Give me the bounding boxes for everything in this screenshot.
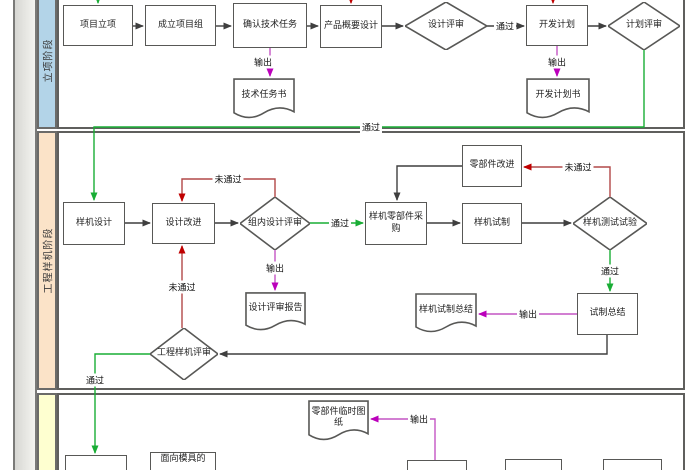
node-plan-review: 计划评审 — [608, 2, 680, 50]
doc-parts-temp-drawing: 零部件临时图纸 — [308, 400, 369, 443]
node-parts-purchase: 样机零部件采购 — [365, 202, 427, 245]
outer-side-column — [13, 0, 37, 470]
node-label: 零部件改进 — [469, 160, 515, 171]
doc-dev-plan: 开发计划书 — [526, 78, 590, 121]
lane3-strip — [37, 393, 57, 470]
node-bottom-partial-c — [407, 460, 467, 470]
node-label: 样机零部件采购 — [368, 212, 423, 234]
edge-label-output: 输出 — [516, 307, 540, 321]
edge-label-pass: 通过 — [493, 19, 517, 33]
node-label: 样机设计 — [75, 217, 112, 228]
node-label: 设计评审 — [427, 20, 464, 31]
node-confirm-tech-task: 确认技术任务 — [233, 3, 307, 48]
edge-label-pass: 通过 — [359, 120, 383, 134]
node-prototype-test: 样机测试试验 — [573, 197, 647, 250]
node-label: 设计改进 — [165, 217, 202, 228]
node-label: 试制总结 — [589, 308, 626, 319]
node-product-concept-design: 产品概要设计 — [320, 5, 382, 48]
node-eng-prototype-review: 工程样机评审 — [150, 328, 218, 380]
node-label: 项目立项 — [79, 19, 116, 30]
node-label: 产品概要设计 — [323, 20, 378, 31]
edge-label-output: 输出 — [263, 261, 287, 275]
edge-label-output: 输出 — [251, 55, 275, 69]
node-prototype-design: 样机设计 — [63, 202, 125, 245]
node-label: 样机试制 — [473, 217, 510, 228]
node-trial-summary: 试制总结 — [577, 293, 638, 335]
node-design-improve: 设计改进 — [152, 203, 215, 244]
doc-design-review-report: 设计评审报告 — [245, 292, 306, 333]
doc-label: 设计评审报告 — [248, 303, 303, 314]
node-label: 面向模具的 — [160, 454, 206, 464]
edge-label-pass: 通过 — [83, 373, 107, 387]
doc-label: 样机试制总结 — [418, 304, 473, 315]
node-prototype-trial: 样机试制 — [462, 203, 522, 244]
edge-label-fail: 未通过 — [166, 280, 198, 294]
node-bottom-partial-b: 面向模具的 — [150, 452, 216, 470]
node-design-review: 设计评审 — [405, 2, 487, 50]
node-project-initiation: 项目立项 — [63, 5, 133, 46]
node-form-project-team: 成立项目组 — [145, 5, 216, 46]
node-label: 样机测试试验 — [582, 217, 637, 228]
node-label: 工程样机评审 — [156, 348, 211, 359]
node-label: 计划评审 — [625, 20, 662, 31]
doc-label: 开发计划书 — [535, 90, 581, 101]
lane2-strip: 工程样机阶段 — [37, 131, 57, 390]
node-label: 组内设计评审 — [247, 217, 302, 228]
node-bottom-partial-e — [603, 459, 662, 470]
doc-label: 零部件临时图纸 — [311, 406, 366, 428]
node-bottom-partial-d — [505, 459, 562, 470]
lane1-strip: 立项阶段 — [37, 0, 57, 129]
doc-tech-task: 技术任务书 — [233, 78, 295, 121]
edge-label-pass: 通过 — [598, 264, 622, 278]
node-label: 开发计划 — [538, 19, 575, 30]
edge-label-pass: 通过 — [328, 216, 352, 230]
node-team-design-review: 组内设计评审 — [240, 197, 310, 250]
doc-prototype-trial-summary: 样机试制总结 — [415, 293, 477, 335]
edge-label-output: 输出 — [545, 55, 569, 69]
edge-label-output: 输出 — [407, 412, 431, 426]
node-label: 确认技术任务 — [242, 19, 297, 30]
edge-label-fail: 未通过 — [562, 160, 594, 174]
node-dev-plan: 开发计划 — [526, 5, 588, 46]
doc-label: 技术任务书 — [241, 90, 287, 101]
node-label: 成立项目组 — [157, 19, 203, 30]
edge-label-fail: 未通过 — [212, 172, 244, 186]
node-bottom-partial-a — [65, 455, 127, 470]
node-parts-improve: 零部件改进 — [462, 145, 522, 187]
